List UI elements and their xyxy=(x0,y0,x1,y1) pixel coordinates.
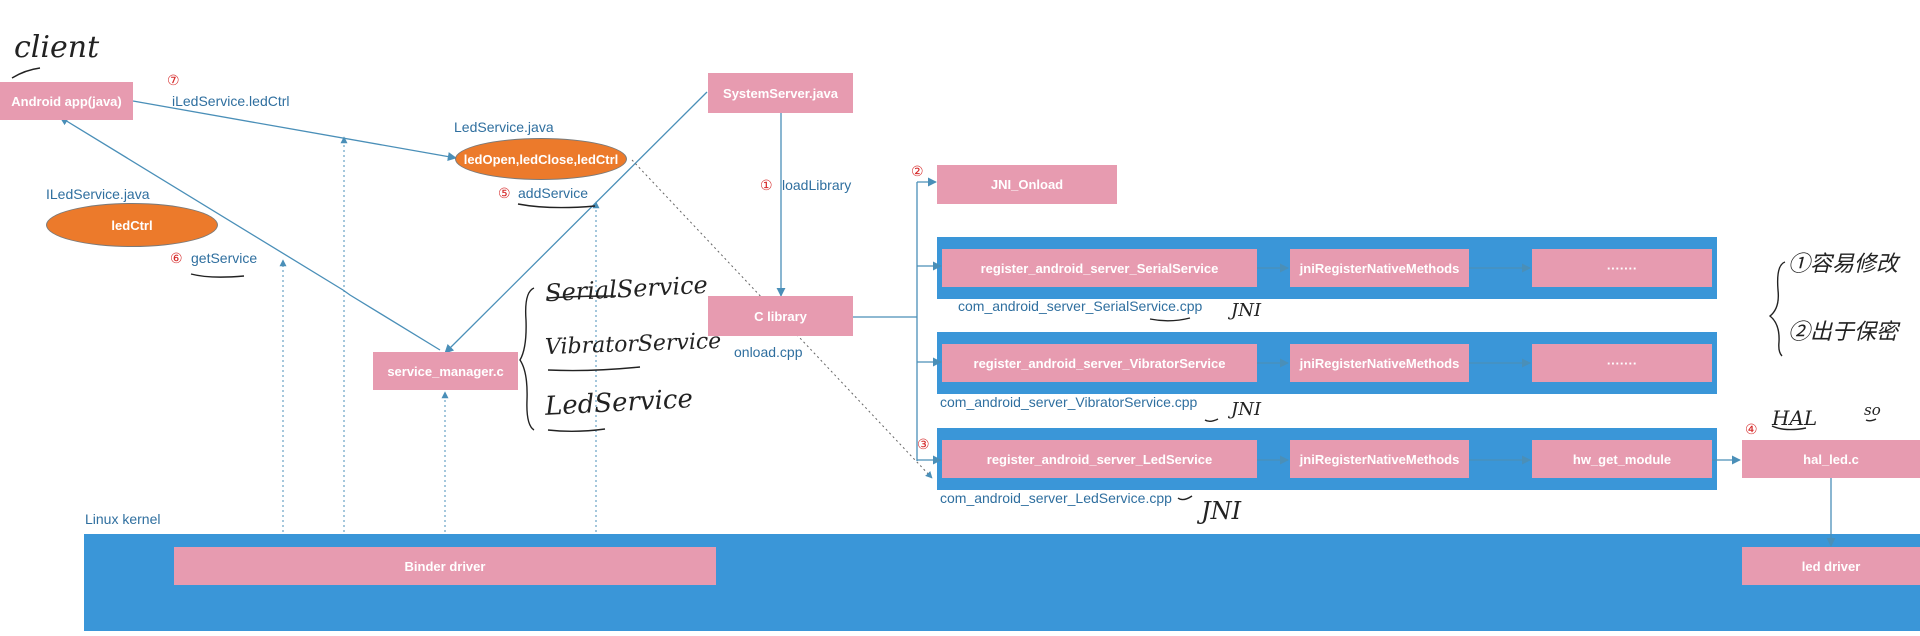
client-note: client xyxy=(14,30,100,65)
led-cpp-label: com_android_server_LedService.cpp xyxy=(940,490,1172,506)
step-1-marker: ① xyxy=(760,177,773,193)
reason-note-2: ②出于保密 xyxy=(1788,320,1899,345)
get-service-label: getService xyxy=(191,250,258,266)
jni-note-1: JNI xyxy=(1231,300,1262,321)
jni-register-native-methods-box[interactable]: jniRegisterNativeMethods xyxy=(1290,249,1469,287)
c-library-box[interactable]: C library xyxy=(708,296,853,336)
iled-service-ellipse[interactable]: ledCtrl xyxy=(46,203,218,247)
step-5-marker: ⑤ xyxy=(498,185,511,201)
vibrator-more-box[interactable]: ······· xyxy=(1532,344,1712,382)
binder-driver-box[interactable]: Binder driver xyxy=(174,547,716,585)
led-driver-box[interactable]: led driver xyxy=(1742,547,1920,585)
ledservice-java-label: LedService.java xyxy=(454,119,554,135)
jni-register-native-methods-box[interactable]: jniRegisterNativeMethods xyxy=(1290,344,1469,382)
onload-cpp-label: onload.cpp xyxy=(734,344,803,360)
register-serial-service-box[interactable]: register_android_server_SerialService xyxy=(942,249,1257,287)
jni-note-2: JNI xyxy=(1231,399,1262,420)
jni-note-3: JNI xyxy=(1201,497,1242,525)
step-7-marker: ⑦ xyxy=(167,72,180,88)
register-vibrator-service-box[interactable]: register_android_server_VibratorService xyxy=(942,344,1257,382)
add-service-label: addService xyxy=(518,185,589,201)
iledservice-ledctrl-label: iLedService.ledCtrl xyxy=(172,93,290,109)
step-2-marker: ② xyxy=(911,163,924,179)
step-4-marker: ④ xyxy=(1745,421,1758,437)
step-3-marker: ③ xyxy=(917,436,930,452)
so-note: so xyxy=(1864,401,1881,419)
hal-led-box[interactable]: hal_led.c xyxy=(1742,440,1920,478)
step-6-marker: ⑥ xyxy=(170,250,183,266)
load-library-label: loadLibrary xyxy=(782,177,852,193)
jni-onload-box[interactable]: JNI_Onload xyxy=(937,165,1117,204)
iledservice-java-label: ILedService.java xyxy=(46,186,150,202)
hal-note: HAL xyxy=(1772,406,1818,430)
serial-more-box[interactable]: ······· xyxy=(1532,249,1712,287)
led-service-ellipse[interactable]: ledOpen,ledClose,ledCtrl xyxy=(455,138,627,180)
service-manager-box[interactable]: service_manager.c xyxy=(373,352,518,390)
vibrator-cpp-label: com_android_server_VibratorService.cpp xyxy=(940,394,1198,410)
register-led-service-box[interactable]: register_android_server_LedService xyxy=(942,440,1257,478)
system-server-box[interactable]: SystemServer.java xyxy=(708,73,853,113)
linux-kernel-label: Linux kernel xyxy=(85,511,161,527)
reason-note-1: ①容易修改 xyxy=(1788,252,1899,277)
android-app-box[interactable]: Android app(java) xyxy=(0,82,133,120)
jni-register-native-methods-box[interactable]: jniRegisterNativeMethods xyxy=(1290,440,1469,478)
serial-cpp-label: com_android_server_SerialService.cpp xyxy=(958,298,1203,314)
hw-get-module-box[interactable]: hw_get_module xyxy=(1532,440,1712,478)
